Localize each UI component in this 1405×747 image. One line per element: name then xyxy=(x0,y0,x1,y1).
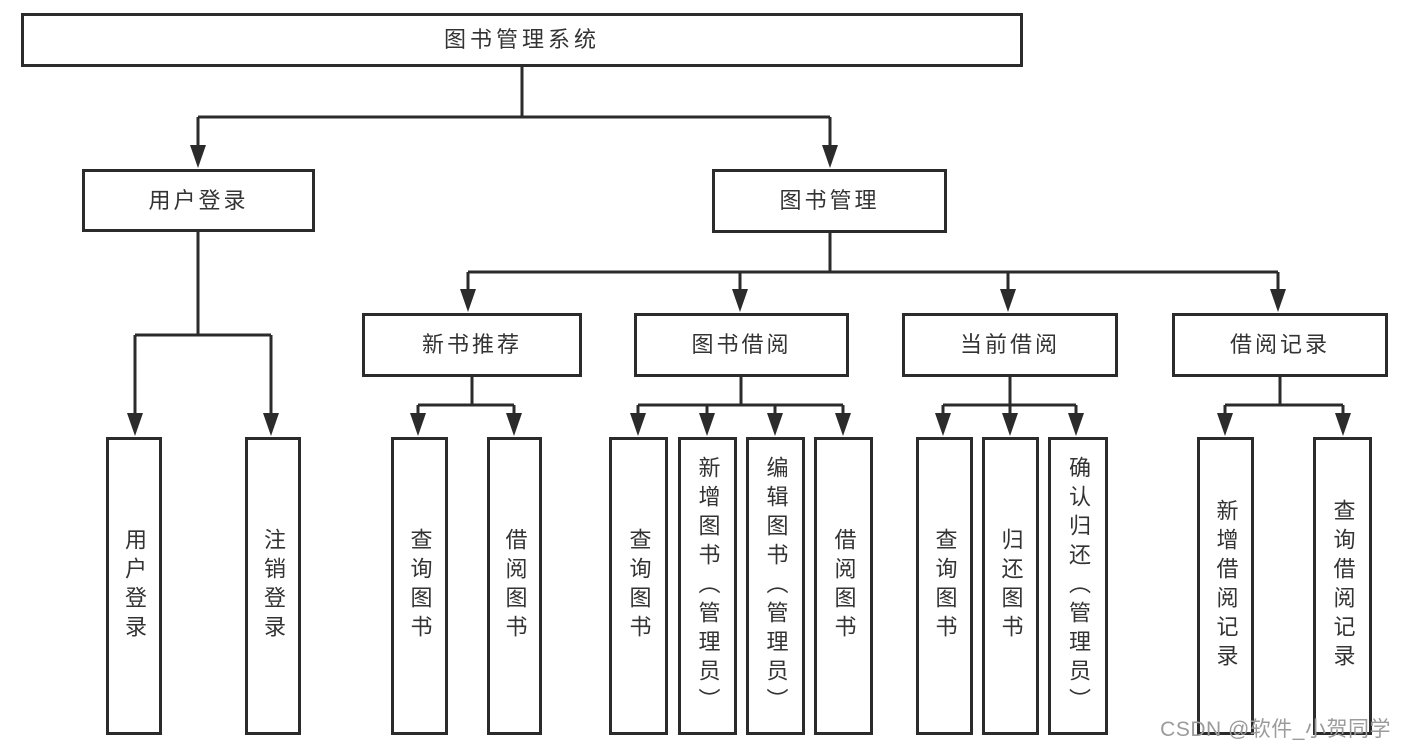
connector-user-login-children xyxy=(127,232,279,436)
leaf-query-books: 查询图书 xyxy=(391,437,448,735)
connector-root-to-level1 xyxy=(190,67,838,168)
arrow-down-icon xyxy=(732,289,748,312)
leaf-user-login: 用户登录 xyxy=(106,437,162,735)
connector-borrow-records-children xyxy=(1217,377,1351,436)
node-library-management-system: 图书管理系统 xyxy=(21,13,1023,67)
csdn-watermark: CSDN @软件_小贺同学 xyxy=(1160,718,1391,741)
arrow-down-icon xyxy=(767,413,783,436)
arrow-down-icon xyxy=(1002,413,1018,436)
connector-new-book-recommend-children xyxy=(410,377,522,436)
arrow-down-icon xyxy=(190,145,206,168)
arrow-down-icon xyxy=(1270,289,1286,312)
node-current-borrowing: 当前借阅 xyxy=(902,313,1118,377)
node-book-management: 图书管理 xyxy=(712,169,947,233)
leaf-borrow-books: 借阅图书 xyxy=(814,437,873,735)
node-book-borrowing: 图书借阅 xyxy=(634,313,849,377)
arrow-down-icon xyxy=(263,413,279,436)
node-borrow-records: 借阅记录 xyxy=(1172,313,1388,377)
arrow-down-icon xyxy=(127,413,143,436)
arrow-down-icon xyxy=(506,413,522,436)
arrow-down-icon xyxy=(1000,289,1016,312)
leaf-add-borrow-record: 新增借阅记录 xyxy=(1197,437,1254,735)
arrow-down-icon xyxy=(822,145,838,168)
leaf-edit-books-admin: 编辑图书（管理员） xyxy=(746,437,805,735)
node-new-book-recommend: 新书推荐 xyxy=(362,313,582,377)
connector-book-borrowing-children xyxy=(630,377,851,436)
arrow-down-icon xyxy=(835,413,851,436)
leaf-add-books-admin: 新增图书（管理员） xyxy=(678,437,737,735)
connector-book-management-children xyxy=(460,233,1286,312)
leaf-query-books: 查询图书 xyxy=(916,437,973,735)
arrow-down-icon xyxy=(1068,413,1084,436)
leaf-query-books: 查询图书 xyxy=(609,437,668,735)
arrow-down-icon xyxy=(630,413,646,436)
arrow-down-icon xyxy=(935,413,951,436)
arrow-down-icon xyxy=(410,413,426,436)
arrow-down-icon xyxy=(1335,413,1351,436)
leaf-borrow-books: 借阅图书 xyxy=(487,437,542,735)
leaf-return-books: 归还图书 xyxy=(982,437,1039,735)
arrow-down-icon xyxy=(1217,413,1233,436)
leaf-confirm-return-admin: 确认归还（管理员） xyxy=(1048,437,1108,735)
leaf-logout: 注销登录 xyxy=(245,437,301,735)
node-user-login: 用户登录 xyxy=(82,169,315,232)
arrow-down-icon xyxy=(460,289,476,312)
leaf-query-borrow-record: 查询借阅记录 xyxy=(1313,437,1372,735)
arrow-down-icon xyxy=(699,413,715,436)
connector-current-borrowing-children xyxy=(935,377,1084,436)
